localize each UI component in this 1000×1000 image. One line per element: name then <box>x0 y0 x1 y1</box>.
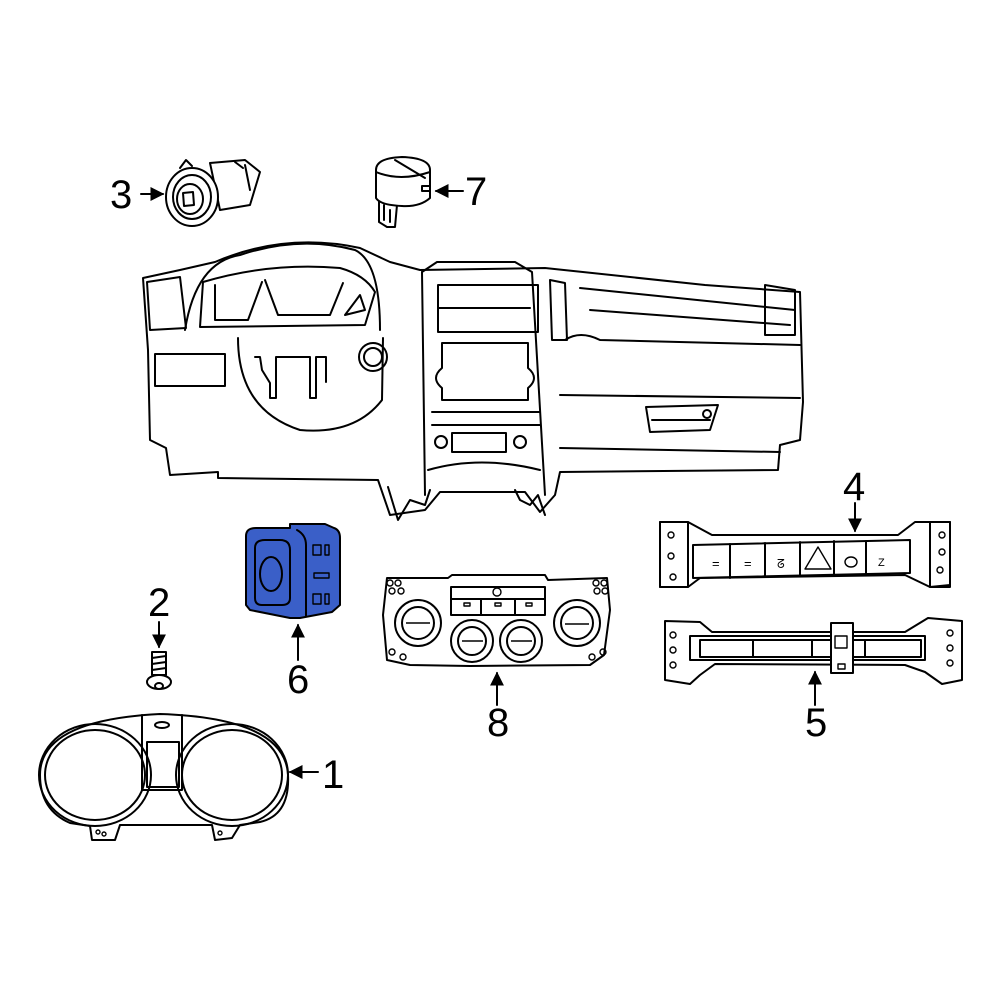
callout-6: 6 <box>287 658 310 702</box>
callout-2: 2 <box>148 581 171 625</box>
svg-text:=: = <box>744 556 752 571</box>
callout-1: 1 <box>322 753 345 797</box>
dashboard-assembly <box>142 241 804 521</box>
part-3-ignition-switch[interactable] <box>140 159 261 227</box>
part-7-push-button-switch[interactable] <box>375 156 464 228</box>
callout-8: 8 <box>487 701 510 745</box>
part-5-switch-bracket[interactable] <box>664 617 963 706</box>
callout-4: 4 <box>843 465 866 509</box>
part-1-instrument-cluster[interactable] <box>38 713 319 841</box>
callout-3: 3 <box>110 173 133 217</box>
part-6-headlamp-switch[interactable] <box>245 523 341 661</box>
part-8-climate-control-unit[interactable] <box>382 574 611 706</box>
callout-7: 7 <box>465 170 488 214</box>
svg-text:=: = <box>712 556 720 571</box>
callout-5: 5 <box>805 701 828 745</box>
part-2-screw[interactable] <box>146 621 172 690</box>
svg-text:Z: Z <box>878 557 885 569</box>
svg-text:ᘔ: ᘔ <box>777 557 785 571</box>
part-4-switch-panel[interactable]: = = ᘔ Z <box>659 502 951 588</box>
